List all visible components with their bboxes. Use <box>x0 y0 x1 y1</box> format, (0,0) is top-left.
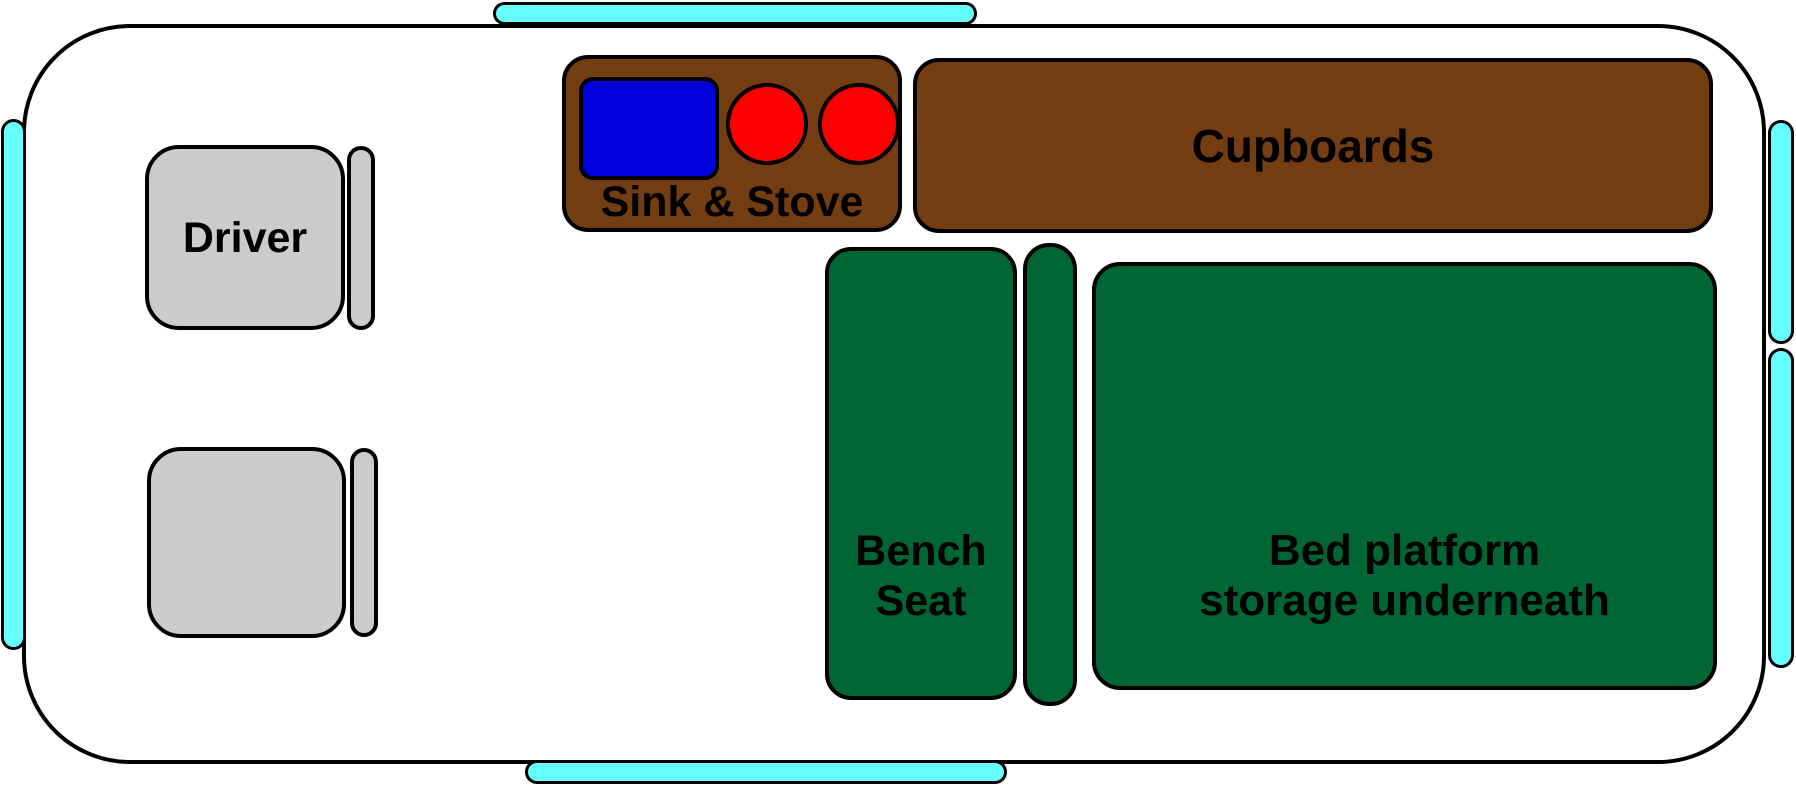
bench-seat-label: Bench Seat <box>855 527 987 625</box>
window-right-lower <box>1768 348 1794 668</box>
window-bottom-sliding-door <box>525 760 1007 784</box>
stove-burner-left <box>726 83 808 165</box>
sink-stove-unit: Sink & Stove <box>562 55 902 232</box>
driver-seat: Driver <box>145 145 345 330</box>
driver-seat-label: Driver <box>182 213 308 262</box>
cupboards-unit: Cupboards <box>913 58 1713 233</box>
cupboards-label: Cupboards <box>1191 119 1435 172</box>
window-right-upper <box>1768 120 1794 344</box>
sink-stove-label: Sink & Stove <box>600 178 864 226</box>
bench-seat-backrest <box>1023 243 1077 706</box>
window-top <box>493 2 977 25</box>
bench-seat: Bench Seat <box>825 247 1017 700</box>
sink-basin <box>579 77 719 180</box>
bed-platform: Bed platform storage underneath <box>1092 262 1717 690</box>
bed-platform-label: Bed platform storage underneath <box>1199 526 1610 625</box>
driver-seat-backrest <box>347 146 375 330</box>
window-left <box>1 119 26 650</box>
passenger-seat <box>147 447 346 638</box>
passenger-seat-backrest <box>350 448 378 637</box>
stove-burner-right <box>818 83 900 165</box>
